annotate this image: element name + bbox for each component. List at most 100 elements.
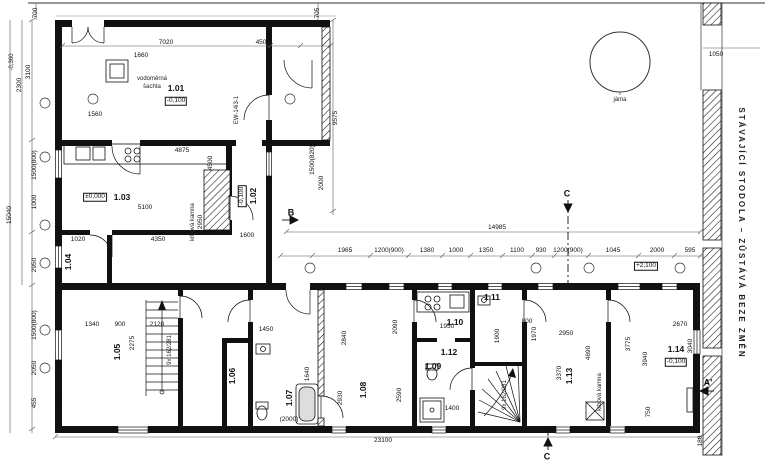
label-dim-73: 2090 <box>391 319 399 335</box>
label-dim-57: 1045 <box>605 246 621 254</box>
label-dim-81: 3775 <box>624 336 632 352</box>
room-label-1-06: 1.06 <box>226 367 237 385</box>
room-label-1-09: 1.09 <box>424 360 442 371</box>
kitchen-counter-2 <box>416 291 470 313</box>
windows <box>55 149 701 434</box>
label-small-20: vodoměrná <box>136 76 168 82</box>
label-dim-48: 1050 <box>708 50 724 58</box>
stair-left <box>145 300 178 396</box>
label-dim-58: 2000 <box>649 246 665 254</box>
label-dim-45: 2000 <box>317 175 325 191</box>
label-dim-77: 1970 <box>530 326 538 342</box>
label-dim-38: 4500 <box>206 155 214 171</box>
label-dim-85: 1640 <box>303 366 311 382</box>
bathtub <box>295 383 319 425</box>
toilet-2 <box>426 367 438 381</box>
barn-wall-strip <box>702 89 722 241</box>
room-label-1-01: 1.01 <box>167 82 185 93</box>
room-label-1-03: 1.03 <box>113 191 131 202</box>
label-dim-29: 705 <box>313 7 321 19</box>
label-dim-65: 2050 <box>30 360 38 376</box>
sink-1 <box>255 343 271 355</box>
shower <box>419 397 445 423</box>
label-dim-67: 1340 <box>84 320 100 328</box>
label-dim-31: 450 <box>255 38 267 46</box>
label-dim-32: 3100 <box>24 64 32 80</box>
label-dim-33: 2300 <box>15 77 23 93</box>
label-dim-84: 3040 <box>686 338 694 354</box>
label-dim-68: 900 <box>114 320 126 328</box>
dimension-lines <box>9 3 760 440</box>
label-dim-88: 1400 <box>444 404 460 412</box>
section-mark-a: A' <box>703 377 713 388</box>
label-small-23: krbová kamna <box>190 203 196 241</box>
kitchen-counter-1 <box>63 143 229 165</box>
label-dim-49: 1965 <box>337 246 353 254</box>
label-dim-44: 9575 <box>331 110 339 126</box>
stove-boiler <box>585 401 605 421</box>
label-dim-89: 750 <box>644 406 652 418</box>
label-dim-63: 2950 <box>30 257 38 273</box>
fixtures <box>63 59 694 425</box>
radiator <box>686 387 694 413</box>
hatched-walls <box>203 2 722 456</box>
section-mark-c-bottom: C <box>543 451 551 462</box>
label-dim-50: 1200(900) <box>374 246 404 254</box>
position-markers <box>39 93 686 374</box>
label-dim-69: 2120 <box>149 320 165 328</box>
label-dim-66: 455 <box>30 397 38 409</box>
room-label-1-14: 1.14 <box>667 343 685 354</box>
site-boundary-lines <box>28 2 765 456</box>
room-label-1-02: 1.02 <box>247 187 258 205</box>
label-dim-36: 1560 <box>87 110 103 118</box>
room-label-1-07: 1.07 <box>283 389 294 407</box>
label-dim-55: 930 <box>535 246 547 254</box>
label-dim-82: 3940 <box>641 351 649 367</box>
label-dim-54: 1100 <box>510 246 524 254</box>
stair-right <box>477 362 521 423</box>
elev-1-02: -0,100 <box>237 184 247 208</box>
label-small-21: šachta <box>143 84 161 90</box>
label-dim-72: 2840 <box>340 330 348 346</box>
label-small-25: EW-14i3-1 <box>234 95 240 125</box>
label-dim-40: 1020 <box>70 235 86 243</box>
room-label-1-13: 1.13 <box>563 367 574 385</box>
label-dim-52: 1000 <box>448 246 464 254</box>
label-dim-60: 15040 <box>5 205 13 225</box>
label-dim-76: 800 <box>521 317 533 325</box>
label-dim-74: 1950 <box>439 322 455 330</box>
label-dim-56: 1200(900) <box>553 246 583 254</box>
label-dim-87: 2590 <box>395 387 403 403</box>
label-dim-61: 1500(800) <box>30 150 38 180</box>
elev-plus-2100: +2,100 <box>633 261 659 271</box>
section-mark-b: B <box>287 207 295 218</box>
elev-1-03: ±0,000 <box>83 192 107 202</box>
label-dim-35: 1660 <box>133 51 149 59</box>
label-dim-83: 2670 <box>672 320 688 328</box>
label-dim-86: 2930 <box>336 390 344 406</box>
label-dim-90: 180 <box>696 435 704 447</box>
room-label-1-04: 1.04 <box>62 253 73 271</box>
label-dim-30: 7020 <box>158 38 174 46</box>
section-mark-c-top: C <box>563 188 571 199</box>
toilet-1 <box>256 405 268 421</box>
label-small-24: krbová kamna <box>597 373 603 411</box>
room-label-1-10: 1.10 <box>446 316 464 327</box>
label-dim-51: 1380 <box>419 246 435 254</box>
label-dim-79: 4690 <box>584 345 592 361</box>
walls <box>55 20 700 433</box>
section-marks <box>282 200 714 450</box>
label-small-26: 9x 162/281 <box>167 335 173 365</box>
room-label-1-11: 1.11 <box>483 291 501 302</box>
label-small-27: 9x 162/281 <box>502 380 508 410</box>
pit-label: jáma <box>613 97 627 103</box>
label-dim-53: 1350 <box>478 246 494 254</box>
label-dim-41: 4350 <box>150 235 166 243</box>
label-dim-91: 455 <box>55 393 63 405</box>
pit-circle <box>589 31 651 95</box>
room-label-1-08: 1.08 <box>357 381 368 399</box>
label-dim-10: (2000) <box>279 415 299 423</box>
elev-1-01: -0,100 <box>164 96 188 106</box>
label-dim-42: 1600 <box>239 231 255 239</box>
